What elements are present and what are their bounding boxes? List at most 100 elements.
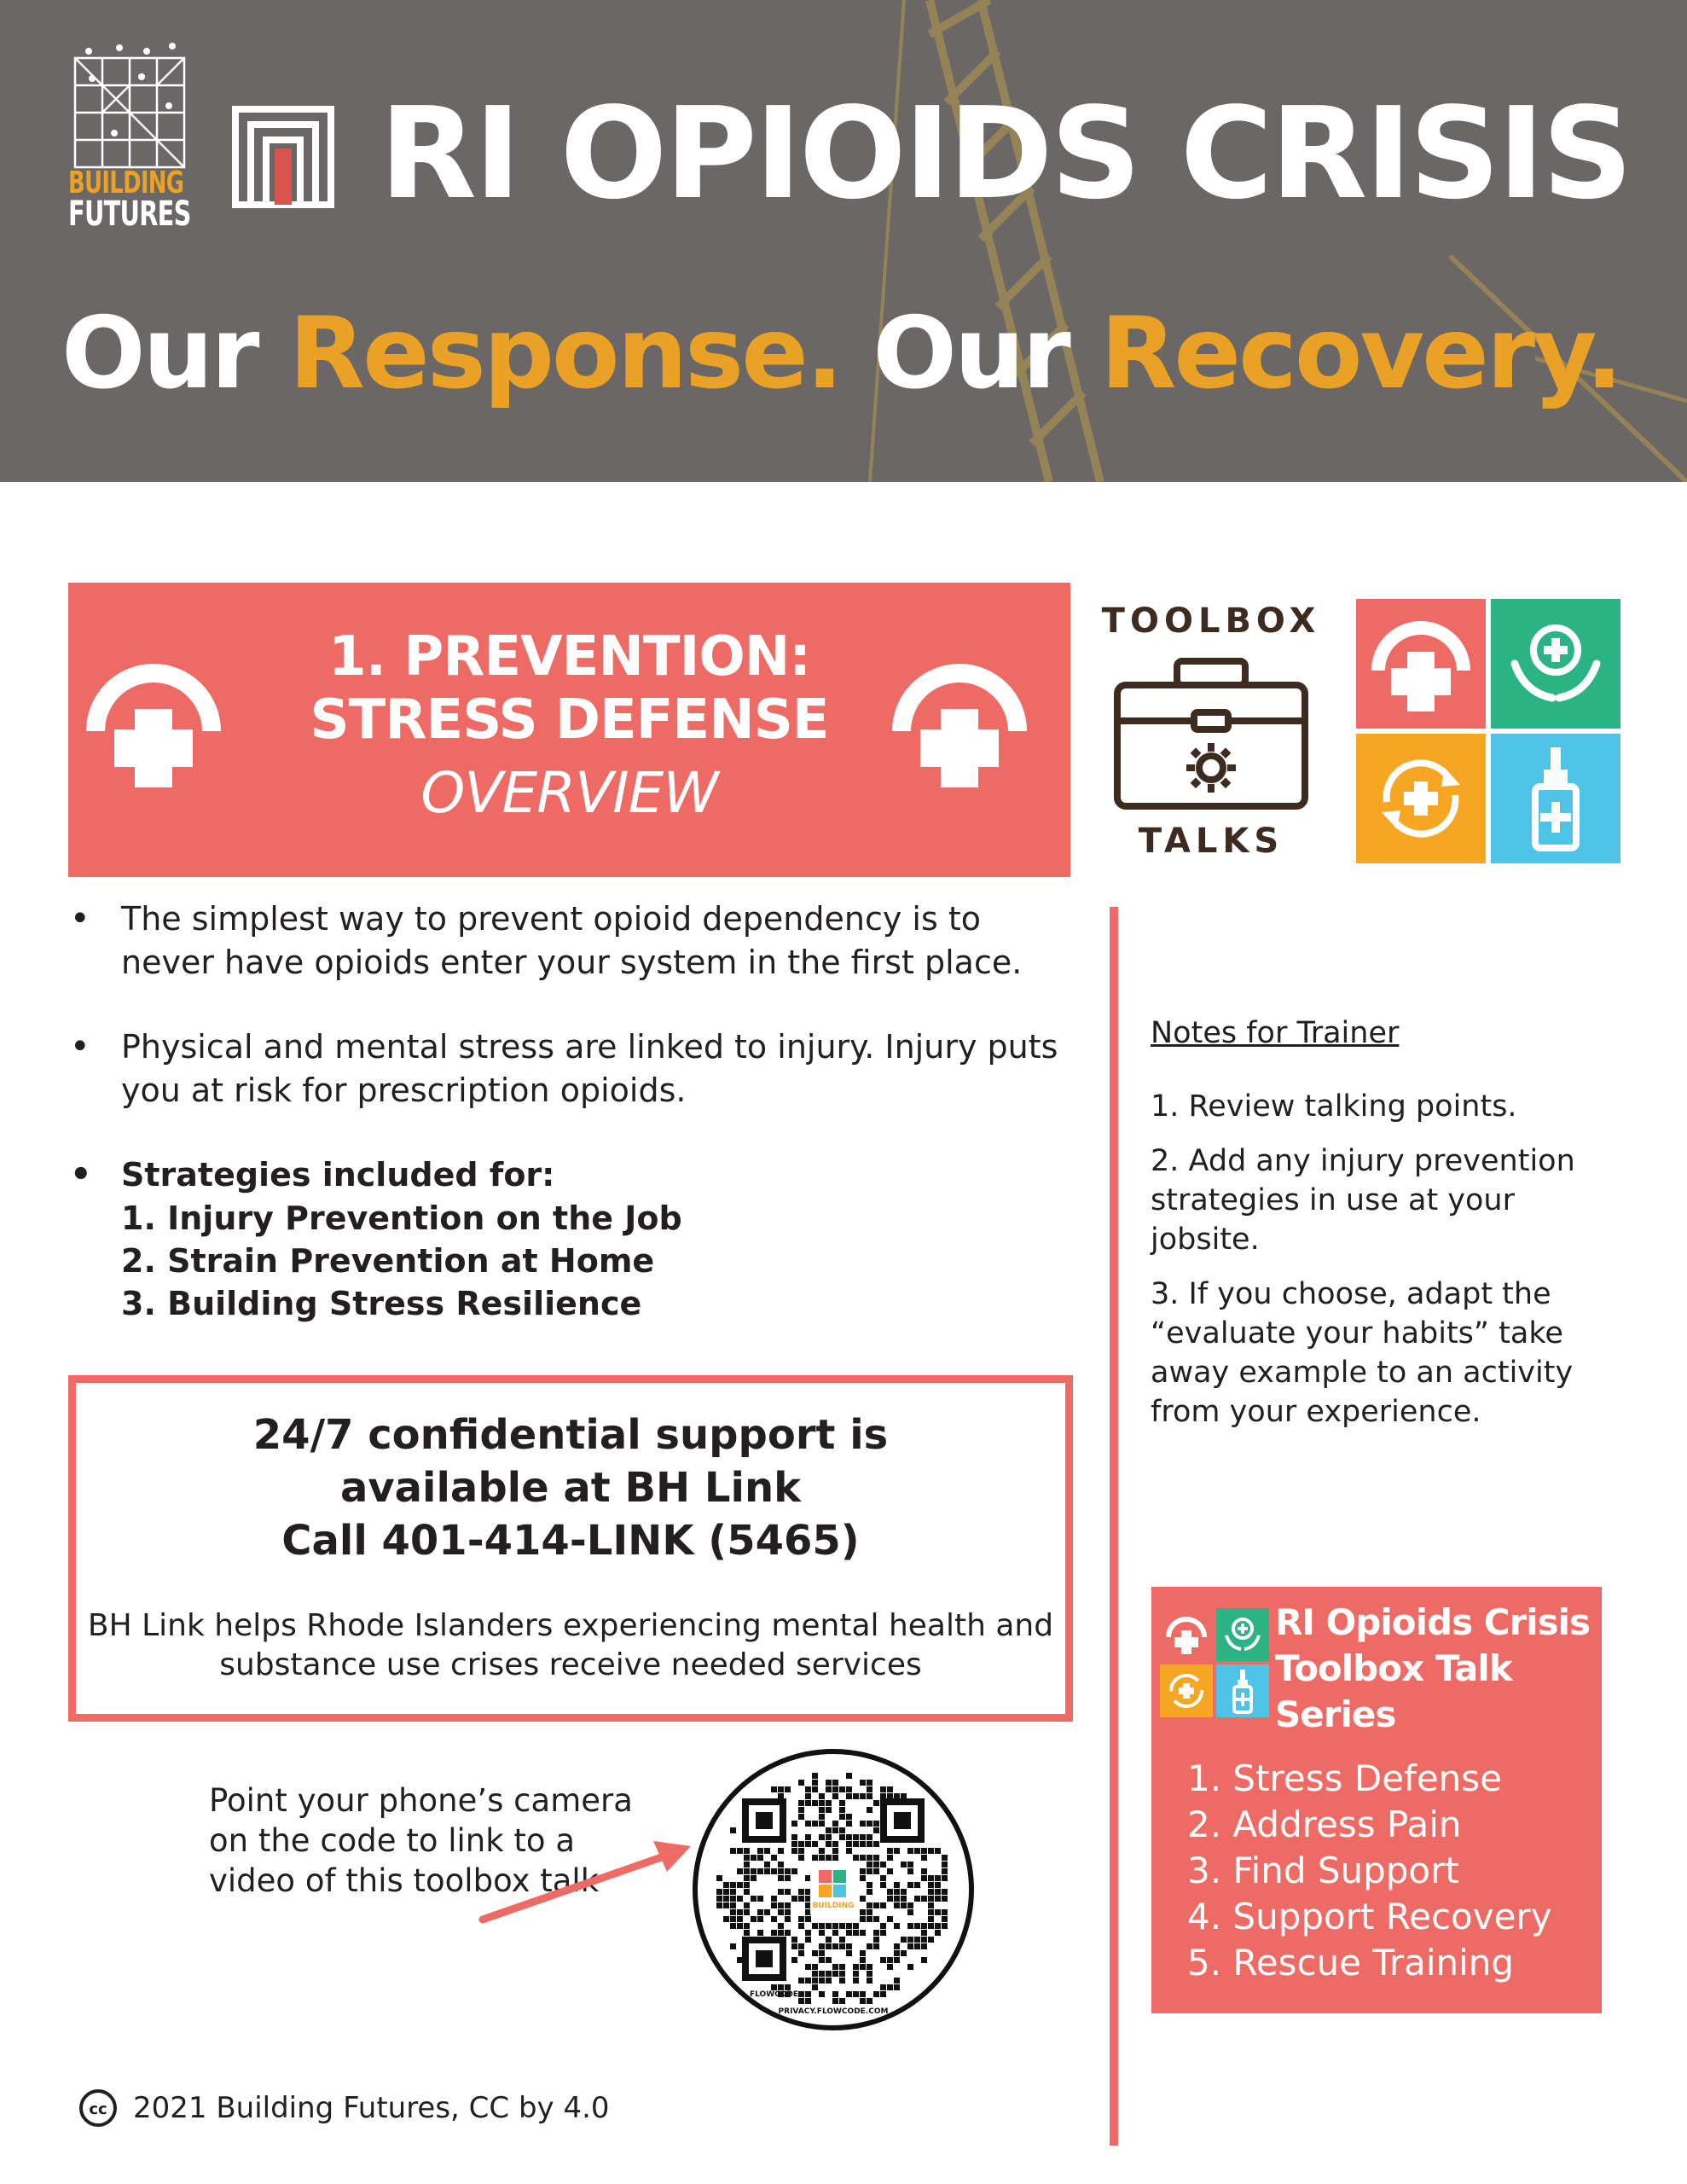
qr-module [826,1943,832,1949]
qr-module [942,1909,948,1915]
qr-module [880,1862,886,1867]
qr-module [785,1991,791,1997]
qr-module [778,1909,784,1915]
qr-module [791,1834,797,1840]
qr-brand-bottom: PRIVACY.FLOWCODE.COM [779,2007,889,2016]
qr-module [914,1923,920,1929]
qr-module [778,1930,784,1936]
qr-module [867,1971,872,1977]
first-aid-cross-icon [1356,599,1486,729]
qr-module [901,1793,907,1799]
qr-module [826,1855,832,1861]
qr-module [798,1998,804,2004]
qr-module [921,1930,927,1936]
qr-module [744,1882,750,1888]
qr-module [744,1875,750,1881]
talks-word: TALKS [1138,822,1284,861]
building-futures-logo: BUILDING FUTURES [68,41,192,231]
qr-module [867,1998,872,2004]
qr-module [887,1984,893,1990]
qr-module [730,1882,736,1888]
bh-link-box: 24/7 confidential support is available a… [68,1375,1073,1722]
qr-module [873,1827,879,1833]
qr-module [819,1978,825,1984]
qr-code-icon[interactable]: BUILDING FLOWCODE PRIVACY.FLOWCODE.COM [693,1749,974,2030]
series-box: RI Opioids Crisis Toolbox Talk Series 1.… [1151,1587,1602,2013]
qr-module [928,1923,934,1929]
qr-module [832,1930,838,1936]
qr-module [887,1896,893,1902]
qr-module [826,1841,832,1847]
qr-module [791,1943,797,1949]
qr-module [880,1882,886,1888]
qr-module [832,1821,838,1827]
qr-module [880,1930,886,1936]
qr-module [873,1902,879,1908]
qr-module [880,1984,886,1990]
qr-module [846,1841,852,1847]
qr-module [798,1807,804,1813]
banner-title-line2: STRESS DEFENSE [310,688,830,752]
qr-center-logo: BUILDING [813,1902,855,1910]
qr-module [942,1923,948,1929]
qr-module [744,1902,750,1908]
qr-module [846,1773,852,1779]
bullet-item: Physical and mental stress are linked to… [70,1025,1076,1112]
qr-module [860,1868,866,1874]
qr-module [867,1916,872,1922]
qr-module [785,1786,791,1792]
qr-module [791,1937,797,1943]
qr-module [819,1943,825,1949]
series-title: RI Opioids Crisis Toolbox Talk Series [1275,1601,1591,1735]
qr-module [853,1971,859,1977]
qr-module [873,1943,879,1949]
qr-module [812,1984,818,1990]
hands-cross-icon [1491,599,1620,729]
qr-module [887,1848,893,1854]
qr-module [832,1855,838,1861]
qr-module [791,1957,797,1963]
qr-module [867,1862,872,1867]
rescue-tile [1491,734,1620,863]
qr-module [764,1862,770,1867]
qr-module [785,1916,791,1922]
series-item: 1. Stress Defense [1187,1757,1502,1799]
bh-link-line1: 24/7 confidential support is [252,1411,889,1459]
qr-module [873,1937,879,1943]
qr-module [778,1868,784,1874]
qr-module [867,1943,872,1949]
qr-module [785,1902,791,1908]
qr-module [791,1848,797,1854]
qr-module [723,1902,729,1908]
scaffold-logo-icon [73,43,186,169]
qr-module [839,1800,845,1806]
bh-link-phone: Call 401-414-LINK (5465) [281,1517,860,1565]
qr-module [921,1868,927,1874]
copyright-text: 2021 Building Futures, CC by 4.0 [133,2091,610,2125]
qr-module [744,1930,750,1936]
qr-module [846,1991,852,1997]
qr-module [860,1793,866,1799]
qr-module [791,1868,797,1874]
qr-module [935,1848,941,1854]
qr-module [921,1923,927,1929]
qr-module [723,1896,729,1902]
strategies-list: 1. Injury Prevention on the Job 2. Strai… [70,1197,1076,1325]
qr-module [819,1807,825,1813]
first-aid-cross-icon [1160,1608,1213,1661]
qr-module [846,1848,852,1854]
qr-module [860,1780,866,1786]
qr-module [846,1786,852,1792]
naloxone-spray-icon [1216,1664,1269,1717]
qr-module [894,1793,900,1799]
qr-module [812,1978,818,1984]
qr-module [730,1848,736,1854]
doorway-icon [232,106,334,208]
qr-module [839,1998,845,2004]
series-icon-tiles [1356,599,1622,863]
qr-module [730,1827,736,1833]
qr-module [798,1991,804,1997]
qr-module [778,1786,784,1792]
qr-module [942,1855,948,1861]
qr-module [832,1971,838,1977]
